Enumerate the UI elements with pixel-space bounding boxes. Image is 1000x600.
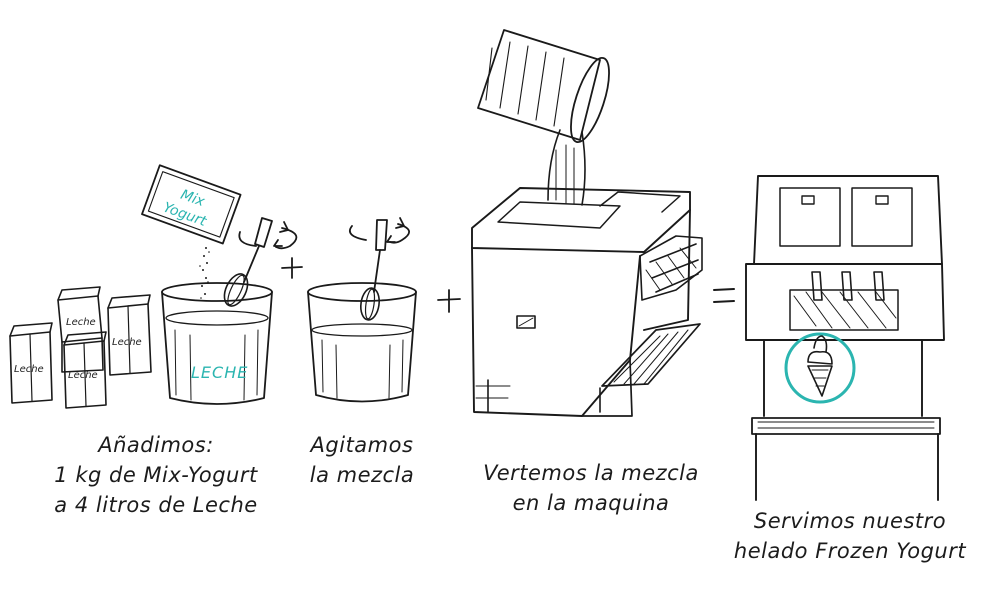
carton-label: Leche — [14, 364, 44, 375]
rotate-arrows-icon — [238, 221, 298, 250]
whisk-icon — [360, 219, 388, 321]
carton-label: Leche — [66, 317, 96, 328]
rotate-arrows-icon — [348, 217, 410, 244]
step-4-caption: Servimos nuestro helado Frozen Yogurt — [733, 509, 967, 563]
bucket-icon: LECHE — [161, 282, 273, 405]
step-2-caption: Agitamos la mezcla — [309, 433, 415, 487]
bucket-label: LECHE — [191, 363, 248, 382]
carton-label: Leche — [112, 337, 142, 348]
whisk-icon — [223, 217, 273, 307]
pour-bucket-icon — [477, 29, 610, 143]
milk-carton-icon: Leche — [107, 294, 152, 376]
mix-packet-icon: Mix Yogurt — [141, 164, 242, 245]
step-1-caption: Añadimos: 1 kg de Mix-Yogurt a 4 litros … — [54, 433, 258, 517]
powder-stream — [199, 247, 210, 299]
yogurt-machine-icon — [471, 187, 703, 417]
plus-operator — [437, 289, 461, 313]
milk-cartons: Leche Leche Leche Leche — [9, 286, 152, 409]
milk-carton-icon: Leche — [63, 331, 107, 409]
equals-operator — [713, 288, 735, 303]
milk-carton-icon: Leche — [57, 286, 104, 373]
frozen-yogurt-machine-icon — [745, 175, 945, 501]
plus-operator — [281, 257, 303, 279]
pouring-mix-stream — [547, 129, 586, 206]
milk-carton-icon: Leche — [9, 322, 53, 404]
carton-label: Leche — [68, 370, 98, 381]
ice-cream-cone-icon — [784, 332, 856, 404]
step-3-caption: Vertemos la mezcla en la maquina — [483, 461, 699, 515]
